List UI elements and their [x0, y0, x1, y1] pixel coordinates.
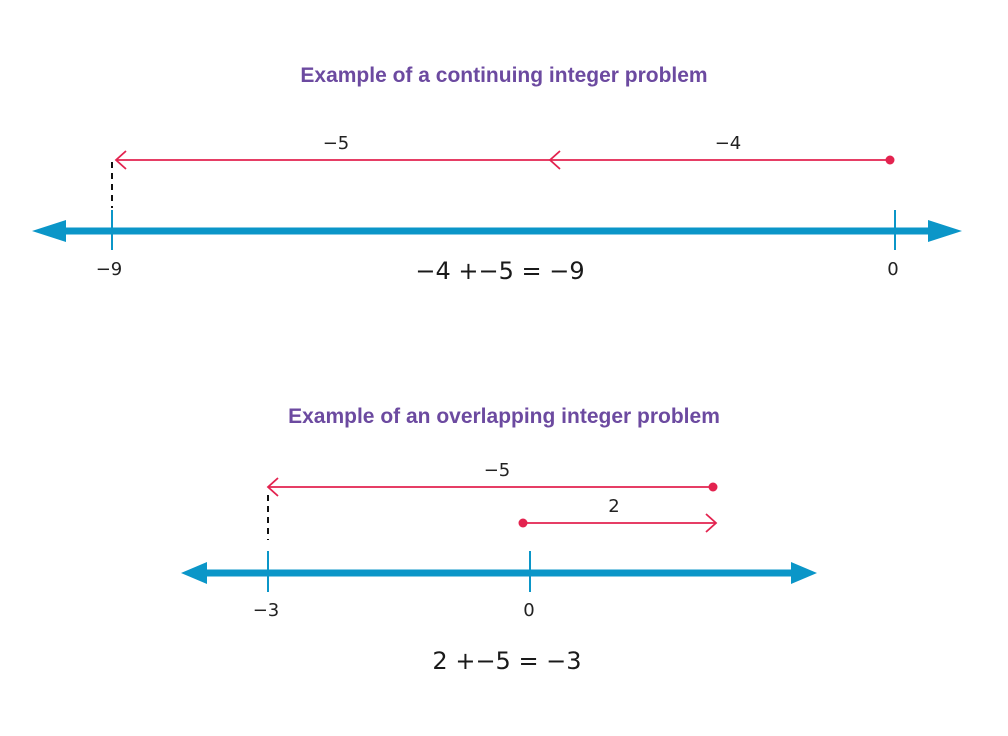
jump-arrow-neg5: [114, 150, 550, 170]
jump-label: −5: [322, 133, 350, 154]
right-arrowhead-icon: [928, 220, 962, 242]
tick-label: 0: [523, 600, 535, 621]
number-line-2: [181, 551, 817, 592]
panel-title: Example of an overlapping integer proble…: [288, 405, 720, 428]
number-line-1: [32, 210, 962, 250]
right-arrowhead-icon: [791, 562, 817, 584]
left-arrowhead-icon: [181, 562, 207, 584]
arrowhead-icon: [705, 513, 718, 533]
equation: 2 +−5 = −3: [432, 647, 582, 675]
equation: −4 +−5 = −9: [415, 257, 585, 285]
tick-label: −9: [95, 259, 123, 280]
panel-continuing: [32, 150, 962, 250]
jump-arrow-2: [518, 513, 718, 533]
tick-label: −3: [252, 600, 280, 621]
panel-overlapping: [181, 477, 817, 592]
jump-label: −5: [483, 460, 511, 481]
panel-title: Example of a continuing integer problem: [300, 64, 708, 87]
arrowhead-icon: [114, 150, 127, 170]
tick-label: 0: [887, 259, 899, 280]
arrowhead-icon: [266, 477, 279, 497]
left-arrowhead-icon: [32, 220, 66, 242]
jump-label: 2: [608, 496, 620, 517]
jump-label: −4: [714, 133, 742, 154]
jump-arrow-neg5: [266, 477, 718, 497]
